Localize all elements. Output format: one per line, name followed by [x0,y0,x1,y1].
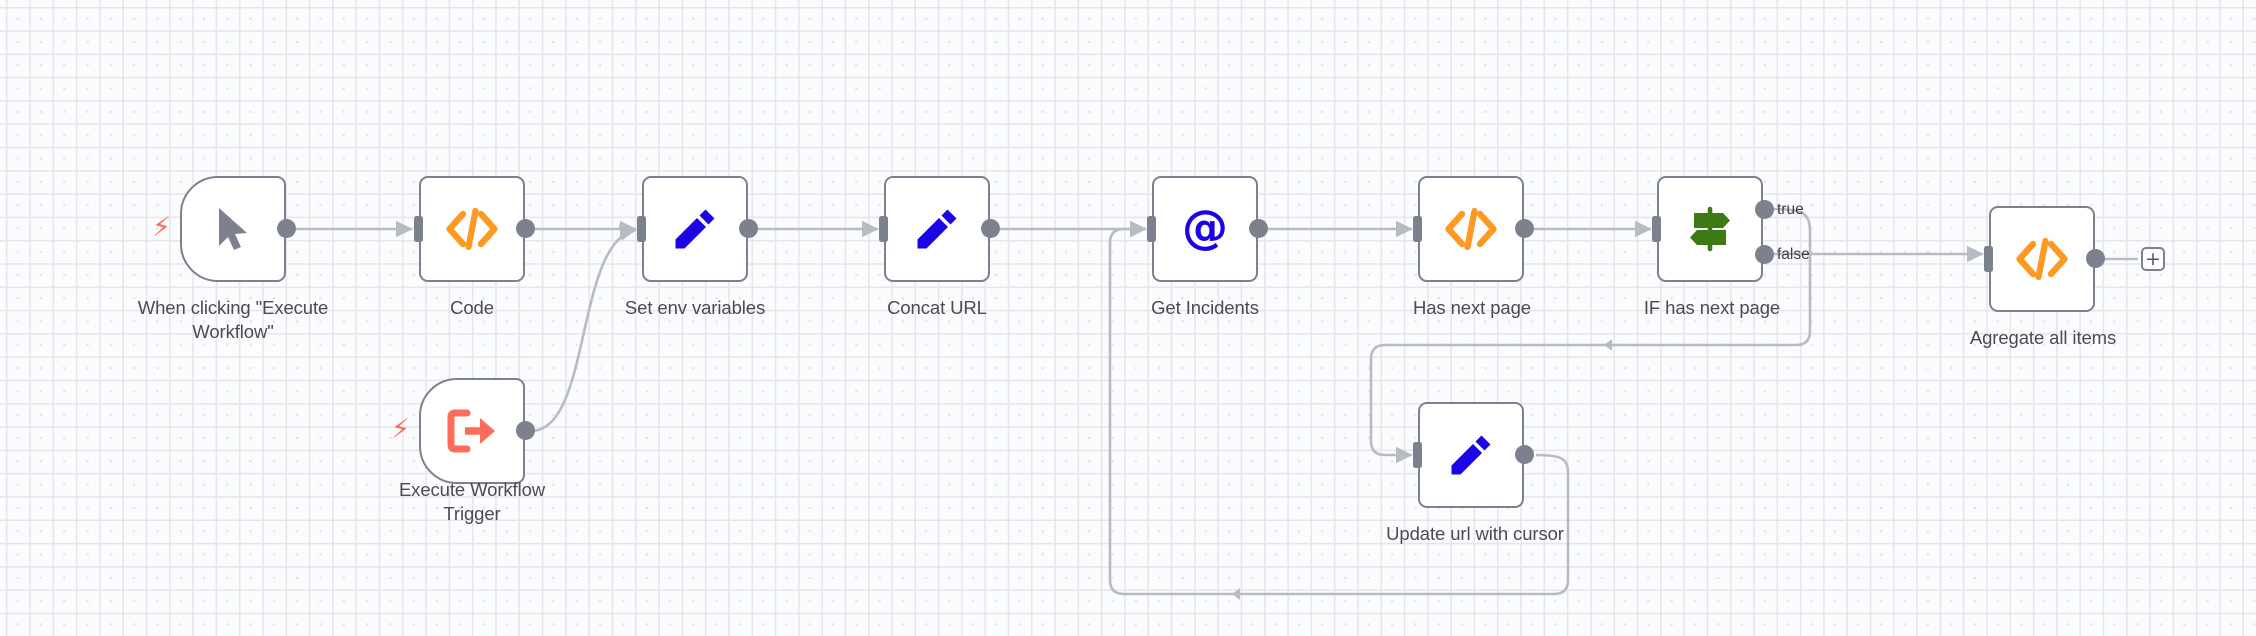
branch-label-true: true [1777,201,1804,218]
input-port-set-env-variables[interactable] [637,216,646,242]
edge-update-url-to-get-incidents [1108,220,1570,596]
edge-direction-arrows [1232,339,1612,600]
output-port-execute-workflow-trigger[interactable] [516,421,535,440]
node-get-incidents[interactable]: @ [1152,176,1258,282]
node-if-has-next-page[interactable] [1657,176,1763,282]
node-label-agregate-all-items: Agregate all items [1969,327,2117,348]
node-execute-workflow-trigger[interactable] [419,378,525,484]
input-port-agregate-all-items[interactable] [1984,246,1993,272]
node-code[interactable] [419,176,525,282]
node-label-update-url-with-cursor: Update url with cursor [1386,523,1564,544]
input-port-if-has-next-page[interactable] [1652,216,1661,242]
input-port-concat-url[interactable] [879,216,888,242]
pencil-icon [917,209,957,249]
node-concat-url[interactable] [884,176,990,282]
output-port-code[interactable] [516,219,535,238]
edge-exec-trigger-to-set-env [530,224,637,433]
signpost-icon [1690,206,1730,252]
node-has-next-page[interactable] [1418,176,1524,282]
input-port-update-url-with-cursor[interactable] [1413,442,1422,468]
node-label-execute-workflow-trigger: Execute Workflow Trigger [398,479,546,524]
output-port-agregate-all-items[interactable] [2086,249,2105,268]
output-port-has-next-page[interactable] [1515,219,1534,238]
pencil-icon [675,209,715,249]
node-label-set-env-variables: Set env variables [624,297,766,318]
output-port-set-env-variables[interactable] [739,219,758,238]
code-brackets-icon [2016,238,2068,280]
pencil-icon [1451,435,1491,475]
output-port-if-true[interactable] [1755,200,1774,219]
at-sign-icon: @ [1182,203,1228,254]
svg-text:@: @ [1182,203,1228,254]
output-port-concat-url[interactable] [981,219,1000,238]
node-set-env-variables[interactable] [642,176,748,282]
node-label-get-incidents: Get Incidents [1151,297,1259,318]
node-when-clicking-execute-workflow[interactable] [180,176,286,282]
output-port-when-clicking-execute-workflow[interactable] [277,219,296,238]
lightning-bolt-icon: ⚡ [391,414,410,445]
arrow-if-true-loop [1604,339,1612,351]
output-port-get-incidents[interactable] [1249,219,1268,238]
mouse-pointer-icon [219,208,247,250]
output-port-if-false[interactable] [1755,245,1774,264]
branch-label-false: false [1777,246,1810,263]
add-node-button[interactable]: + [2141,247,2165,271]
node-agregate-all-items[interactable] [1989,206,2095,312]
node-label-when-clicking-execute-workflow: When clicking "Execute Workflow" [137,297,329,342]
node-label-code: Code [450,297,494,318]
arrow-bottom-loop [1232,588,1240,600]
node-update-url-with-cursor[interactable] [1418,402,1524,508]
output-port-update-url-with-cursor[interactable] [1515,445,1534,464]
node-label-has-next-page: Has next page [1412,297,1531,318]
input-port-has-next-page[interactable] [1413,216,1422,242]
workflow-export-icon [447,409,495,453]
lightning-bolt-icon: ⚡ [152,212,171,243]
input-port-get-incidents[interactable] [1147,216,1156,242]
code-brackets-icon [446,208,498,250]
edge-if-true-to-update-url [1369,207,1812,464]
node-label-concat-url: Concat URL [887,297,987,318]
code-brackets-icon [1445,208,1497,250]
node-label-if-has-next-page: IF has next page [1643,297,1781,318]
input-port-code[interactable] [414,216,423,242]
